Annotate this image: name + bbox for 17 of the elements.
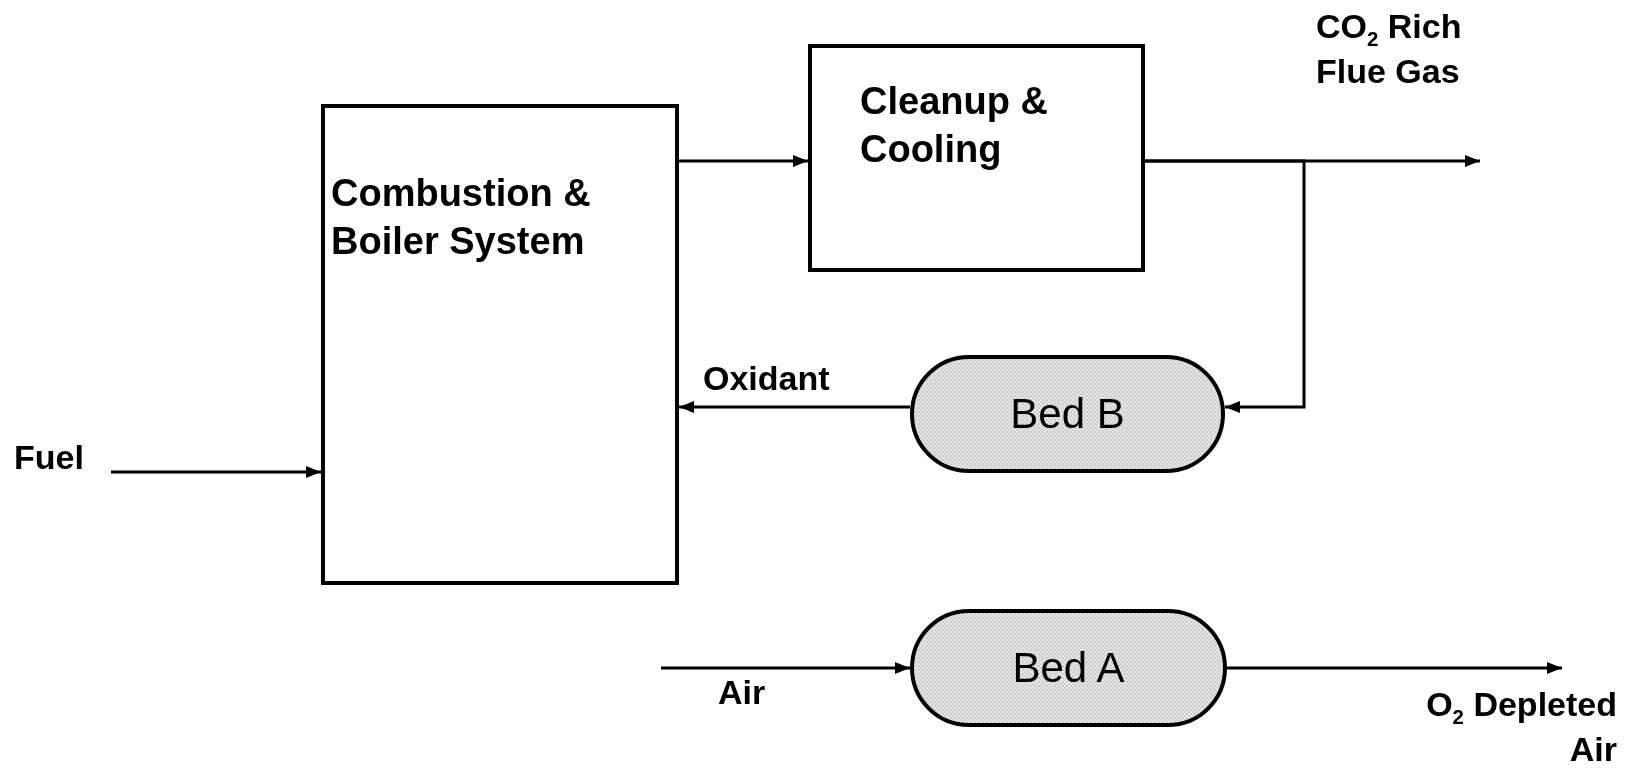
arrow <box>679 155 808 167</box>
edge-label: CO$_{2}$ Rich Flue Gas <box>1316 6 1463 93</box>
arrow <box>1227 662 1562 674</box>
arrow <box>679 401 910 413</box>
process-label: Combustion & Boiler System <box>331 171 592 264</box>
bed-label: Bed A <box>1012 642 1125 693</box>
arrow <box>1145 159 1306 413</box>
arrow <box>111 466 321 478</box>
edge-label: Oxidant <box>703 358 831 399</box>
process-box <box>321 104 679 585</box>
process-label: Cleanup & Cooling <box>860 79 1049 172</box>
process-box <box>808 44 1145 272</box>
edge-label: Air <box>718 672 767 713</box>
edge-label: O$_{2}$ Depleted Air <box>1425 684 1617 771</box>
bed-label: Bed B <box>1010 388 1125 439</box>
arrow <box>661 662 910 674</box>
input-label: Fuel <box>14 437 85 478</box>
